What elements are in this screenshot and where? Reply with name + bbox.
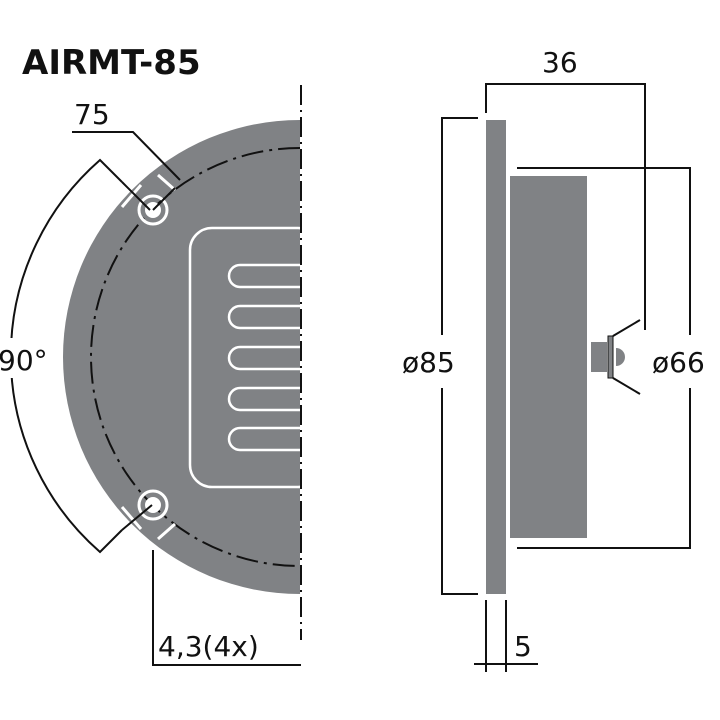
hole-spec-leader [152, 550, 301, 666]
body [510, 176, 587, 538]
angle-label: 90° [0, 344, 48, 377]
ribbon-slots [227, 263, 300, 452]
front-diameter-dim [441, 117, 478, 595]
flange [486, 120, 506, 594]
terminal-block [591, 342, 607, 372]
ribbon-frame [188, 226, 322, 489]
angle-leaders [121, 181, 153, 531]
terminal-lugs [612, 319, 641, 395]
faceplate [63, 120, 300, 594]
rear-diameter-dim [517, 167, 691, 549]
rear-diameter-label: ø66 [652, 346, 705, 379]
depth-dim [485, 83, 646, 330]
mounting-hole-bottom [120, 489, 176, 541]
angle-label-bg [0, 338, 60, 378]
bolt-circle-label: 75 [74, 98, 110, 131]
model-title: AIRMT-85 [22, 43, 201, 83]
terminal-plate [607, 335, 614, 379]
front-diameter-label: ø85 [402, 346, 455, 379]
depth-label: 36 [542, 46, 578, 79]
terminal-cap [616, 348, 625, 366]
flange-thickness-dim [474, 600, 538, 672]
side-view: 36 ø85 ø66 5 [402, 46, 705, 672]
hole-spec-label: 4,3(4x) [158, 630, 259, 663]
front-view: 75 90° 4,3(4x) [0, 85, 322, 666]
flange-thickness-label: 5 [514, 630, 532, 663]
bolt-circle-leader [72, 131, 181, 211]
